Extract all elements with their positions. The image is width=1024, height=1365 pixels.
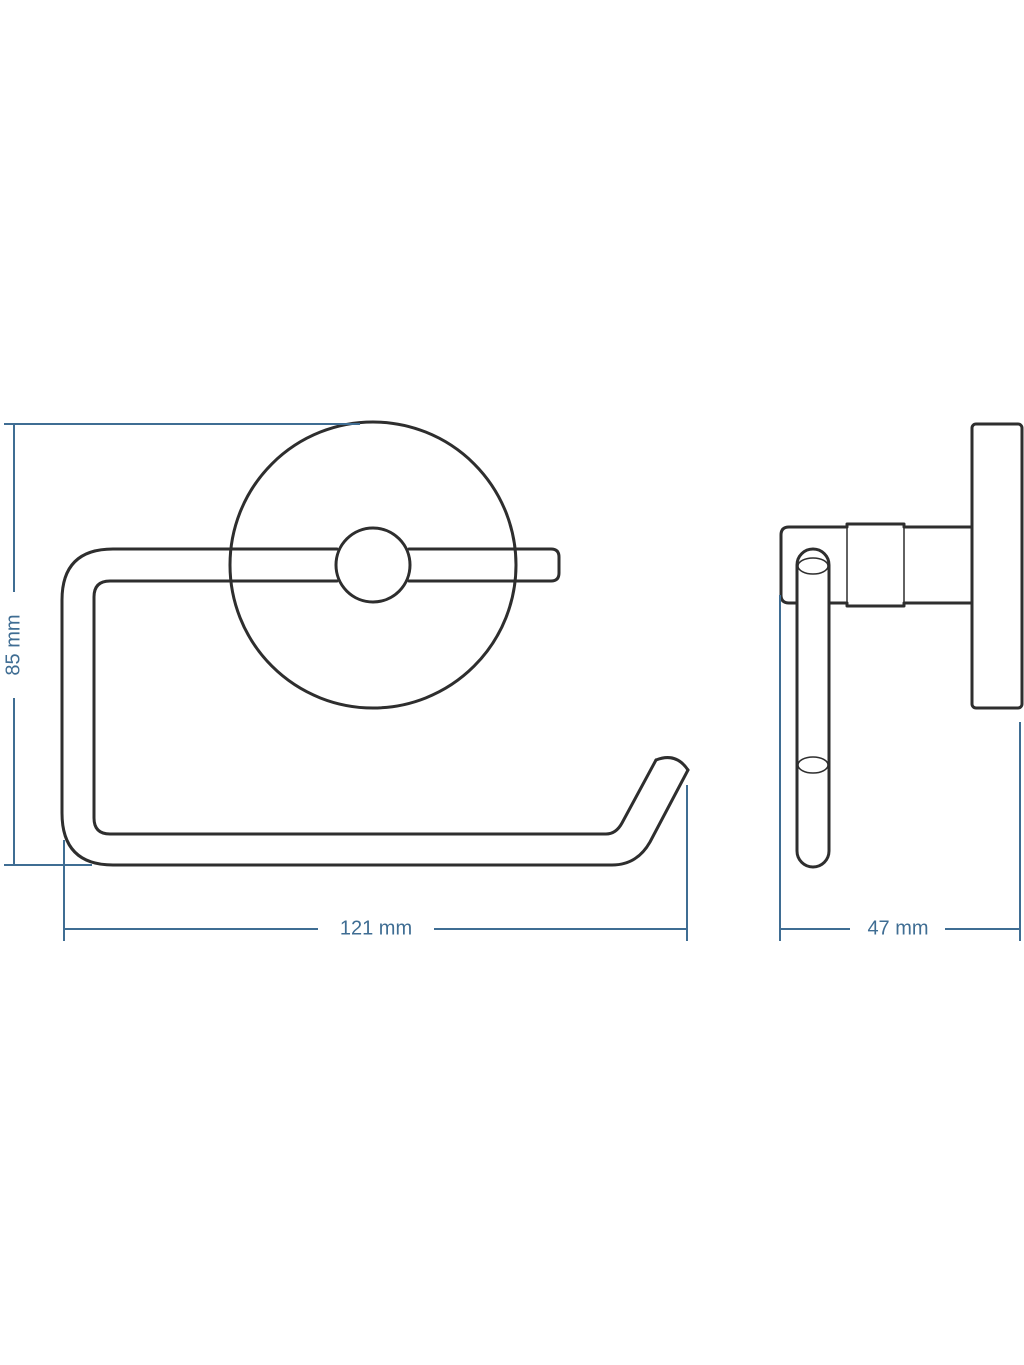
front-bar-outer [60, 547, 690, 867]
depth-label: 47 mm [867, 917, 928, 939]
dimension-lines: 85 mm 121 mm 47 mm [2, 423, 1021, 941]
front-hub [334, 526, 412, 604]
width-label: 121 mm [340, 917, 412, 939]
front-short-arm [407, 547, 561, 583]
front-bar-end-cap [654, 756, 690, 772]
side-wall-plate [970, 422, 1024, 710]
height-dimension: 85 mm [2, 423, 360, 866]
side-rod-top-cap [797, 557, 829, 575]
side-rod-bend [797, 756, 829, 774]
width-dimension: 121 mm [63, 785, 688, 941]
front-view [60, 420, 690, 867]
side-post [779, 522, 974, 608]
depth-dimension: 47 mm [779, 595, 1021, 941]
front-wall-plate [228, 420, 518, 710]
height-label: 85 mm [2, 614, 24, 675]
side-view [779, 422, 1024, 869]
front-bar-inner [92, 579, 658, 836]
side-rod [795, 547, 831, 869]
